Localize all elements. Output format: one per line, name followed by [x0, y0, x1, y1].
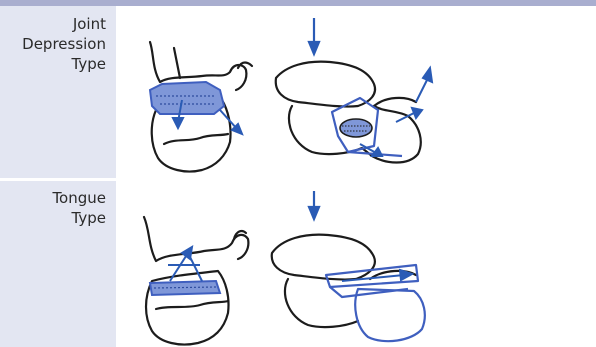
- joint-depression-illustration: [116, 6, 596, 178]
- impact-arrow-lateral: [309, 18, 319, 54]
- tongue-type-illustration: [116, 181, 596, 347]
- label-line: Tongue: [0, 188, 110, 208]
- depressed-facet-lateral: [340, 119, 372, 137]
- fracture-line: [156, 301, 228, 309]
- label-line: Joint: [0, 14, 110, 34]
- label-line: Type: [0, 54, 110, 74]
- talus-lateral: [272, 235, 375, 280]
- illustration-panel-joint-depression: [116, 6, 596, 178]
- tongue-fragment-posterior: [150, 281, 220, 295]
- label-line: Type: [0, 208, 110, 228]
- posterior-tongue-fragment: [355, 289, 425, 341]
- tibia-line: [174, 48, 180, 78]
- talus-lateral: [276, 62, 375, 107]
- anterior-process: [374, 98, 416, 106]
- row-label-tongue: Tongue Type: [0, 188, 110, 228]
- depressed-fragment-posterior: [150, 82, 224, 114]
- illustration-panel-tongue: [116, 181, 596, 347]
- talus-outline: [144, 217, 248, 261]
- lateral-view-drawing: [276, 62, 421, 163]
- label-line: Depression: [0, 34, 110, 54]
- row-joint-depression: Joint Depression Type: [0, 6, 596, 178]
- impact-arrow-lateral: [309, 191, 319, 219]
- fracture-line: [164, 134, 228, 144]
- row-label-joint-depression: Joint Depression Type: [0, 14, 110, 74]
- row-tongue: Tongue Type: [0, 181, 596, 347]
